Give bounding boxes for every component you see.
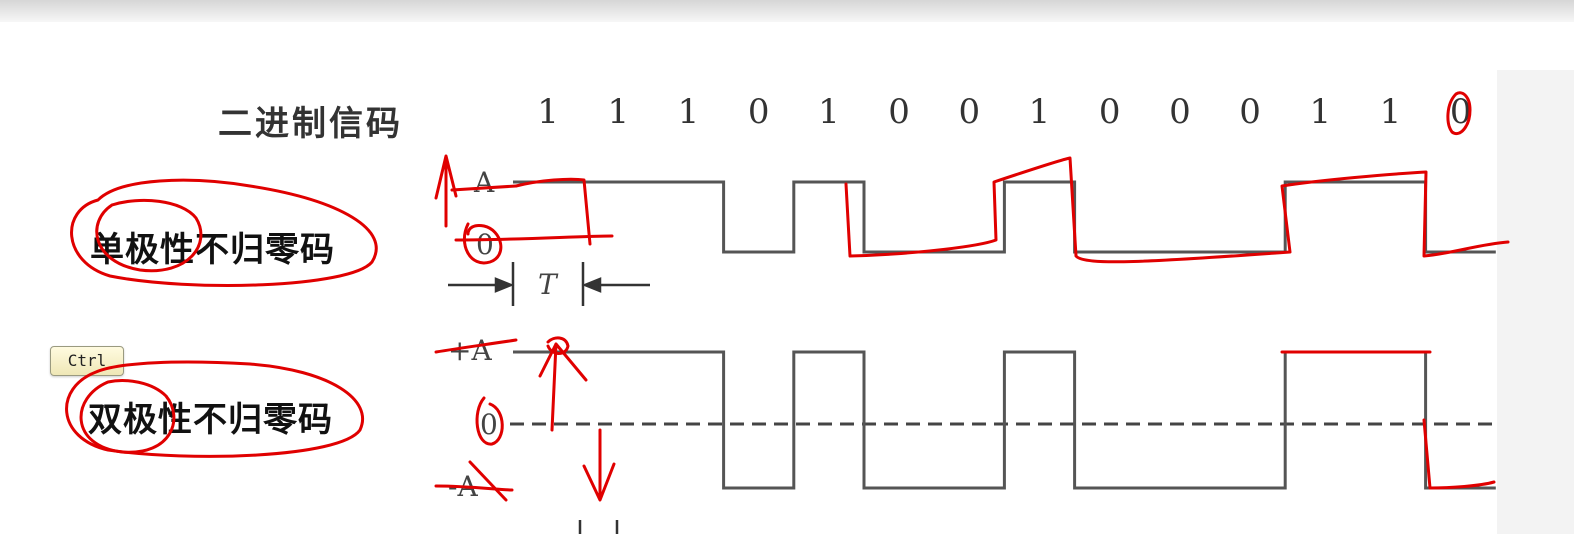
unipolar-level-zero: 0 (476, 228, 494, 261)
bit-label: 1 (677, 92, 700, 132)
bit-label: 0 (888, 92, 910, 132)
bipolar-waveform (513, 350, 1496, 490)
slide-page (0, 22, 1574, 534)
bit-label: 1 (1309, 92, 1332, 132)
bipolar-level-zero: 0 (480, 408, 498, 441)
bipolar-nrz-label: 双极性不归零码 (88, 400, 333, 440)
red-annotations (65, 91, 1510, 502)
bit-label: 0 (958, 92, 981, 132)
bit-label: 1 (607, 92, 630, 132)
window-top-bar (0, 0, 1574, 22)
bit-label: 1 (818, 92, 840, 132)
bit-label: 1 (1028, 92, 1051, 132)
bipolar-level-plus-a: +A (448, 334, 492, 367)
unipolar-waveform (513, 180, 1496, 254)
bit-label: 0 (747, 92, 770, 132)
period-label: T (538, 268, 557, 301)
slide-edge (1497, 70, 1574, 534)
unipolar-waveform-path (513, 180, 1496, 254)
bit-label: 1 (537, 92, 559, 132)
ctrl-key-badge: Ctrl (50, 346, 124, 376)
period-dimension-marker (448, 262, 650, 534)
bipolar-waveform-path (513, 350, 1496, 490)
unipolar-nrz-label: 单极性不归零码 (90, 230, 335, 270)
bit-label: 0 (1169, 92, 1191, 132)
binary-code-label: 二进制信码 (218, 104, 403, 144)
bit-label: 0 (1098, 92, 1121, 132)
bit-label: 1 (1379, 92, 1402, 132)
bit-label: 0 (1239, 92, 1261, 132)
unipolar-level-a: A (474, 166, 495, 199)
bit-label: 0 (1449, 92, 1472, 132)
